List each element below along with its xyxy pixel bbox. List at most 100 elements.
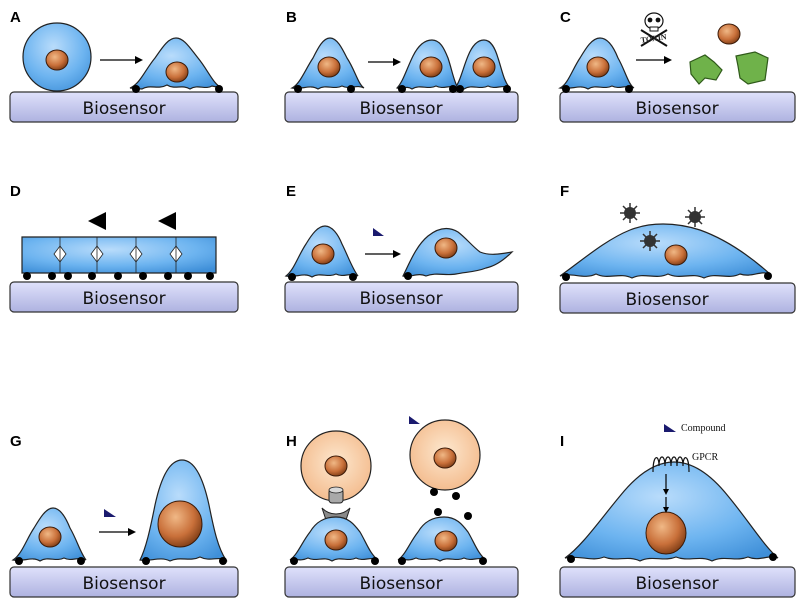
compound-label: Compound: [681, 423, 725, 434]
nucleus: [38, 526, 62, 548]
nucleus: [165, 61, 189, 83]
released-nucleus: [717, 23, 741, 45]
nucleus: [324, 455, 348, 477]
secreted-factor: [452, 492, 460, 500]
ligand-triangle: [158, 212, 176, 230]
panel-b: B Biosensor: [284, 9, 519, 123]
arrow-head: [128, 528, 136, 536]
adhesion-point: [139, 272, 147, 280]
arrow-head: [663, 507, 669, 513]
biosensor-e: [284, 281, 519, 313]
biosensor-d: [9, 281, 239, 313]
adhesion-point: [404, 272, 412, 280]
secreted-factor: [464, 512, 472, 520]
cell-monolayer: [21, 236, 217, 274]
nucleus: [586, 56, 610, 78]
receptor-top: [328, 486, 344, 494]
biosensor-f-label: Biosensor: [625, 290, 708, 310]
nucleus: [311, 243, 335, 265]
panel-i: I Biosensor Compound GPCR: [559, 423, 796, 598]
adhesion-point: [479, 557, 487, 565]
nucleus: [645, 511, 687, 555]
panel-f: F Biosensor: [559, 183, 796, 314]
nucleus: [664, 244, 688, 266]
adhesion-point: [456, 85, 464, 93]
cell-debris: [735, 51, 769, 85]
adhesion-point: [219, 557, 227, 565]
adhesion-point: [294, 85, 302, 93]
cell-debris: [689, 54, 723, 85]
ligand-triangle: [88, 212, 106, 230]
biosensor-c: [559, 91, 796, 123]
adhesion-point: [114, 272, 122, 280]
nucleus: [434, 530, 458, 552]
adhesion-point: [164, 272, 172, 280]
arrow-head: [135, 56, 143, 64]
adhesion-point: [371, 557, 379, 565]
virus-particle-icon: [640, 231, 660, 251]
secreted-factor: [430, 488, 438, 496]
nucleus: [434, 237, 458, 259]
nucleus: [324, 529, 348, 551]
adhesion-point: [625, 85, 633, 93]
panel-g: G Biosensor: [9, 433, 239, 598]
compound-triangle: [373, 228, 384, 236]
panel-i-label: I: [560, 433, 564, 450]
panel-d-label: D: [10, 183, 21, 200]
panel-h: H Biosensor: [284, 416, 519, 598]
biosensor-i: [559, 566, 796, 598]
panel-e: E Biosensor: [284, 183, 519, 313]
nucleus: [433, 447, 457, 469]
panel-f-label: F: [560, 183, 569, 200]
biosensor-g-label: Biosensor: [82, 574, 165, 594]
gpcr-label: GPCR: [692, 452, 718, 463]
panel-d: D Biosensor: [9, 183, 239, 313]
adhesion-point: [132, 85, 140, 93]
panel-c: C Biosensor TOXIN: [558, 9, 796, 123]
panel-g-label: G: [10, 433, 22, 450]
adhesion-point: [288, 273, 296, 281]
gpcr-receptor-icon: [652, 456, 690, 473]
panel-c-label: C: [560, 9, 571, 26]
secreted-factor: [434, 508, 442, 516]
arrow-head: [663, 489, 669, 495]
adhesion-point: [184, 272, 192, 280]
adhesion-point: [290, 557, 298, 565]
signaling-cell: [564, 461, 779, 562]
biosensor-e-label: Biosensor: [359, 289, 442, 309]
panel-e-label: E: [286, 183, 296, 200]
biosensor-b-label: Biosensor: [359, 99, 442, 119]
adhesion-point: [48, 272, 56, 280]
adhesion-point: [764, 272, 772, 280]
adhesion-point: [503, 85, 511, 93]
migrating-cell: [402, 227, 514, 278]
nucleus: [472, 56, 496, 78]
adhesion-point: [769, 553, 777, 561]
biosensor-h: [284, 566, 519, 598]
panel-a: A Biosensor: [9, 9, 239, 123]
adhesion-point: [15, 557, 23, 565]
adhesion-point: [88, 272, 96, 280]
adhesion-point: [77, 557, 85, 565]
adhesion-point: [398, 85, 406, 93]
arrow-head: [664, 56, 672, 64]
biosensor-a-label: Biosensor: [82, 99, 165, 119]
adhesion-point: [398, 557, 406, 565]
adhesion-point: [215, 85, 223, 93]
adhesion-point: [562, 273, 570, 281]
biosensor-h-label: Biosensor: [359, 574, 442, 594]
adhesion-point: [64, 272, 72, 280]
biosensor-f: [559, 282, 796, 314]
nucleus: [419, 56, 443, 78]
biosensor-c-label: Biosensor: [635, 99, 718, 119]
adhesion-point: [23, 272, 31, 280]
infected-cell: [559, 223, 771, 279]
arrow-head: [393, 58, 401, 66]
adhesion-point: [349, 273, 357, 281]
toxin-label: TOXIN: [640, 32, 667, 45]
adhesion-point: [206, 272, 214, 280]
arrow-head: [393, 250, 401, 258]
panel-a-label: A: [10, 9, 21, 26]
adhesion-point: [567, 555, 575, 563]
adhesion-point: [562, 85, 570, 93]
